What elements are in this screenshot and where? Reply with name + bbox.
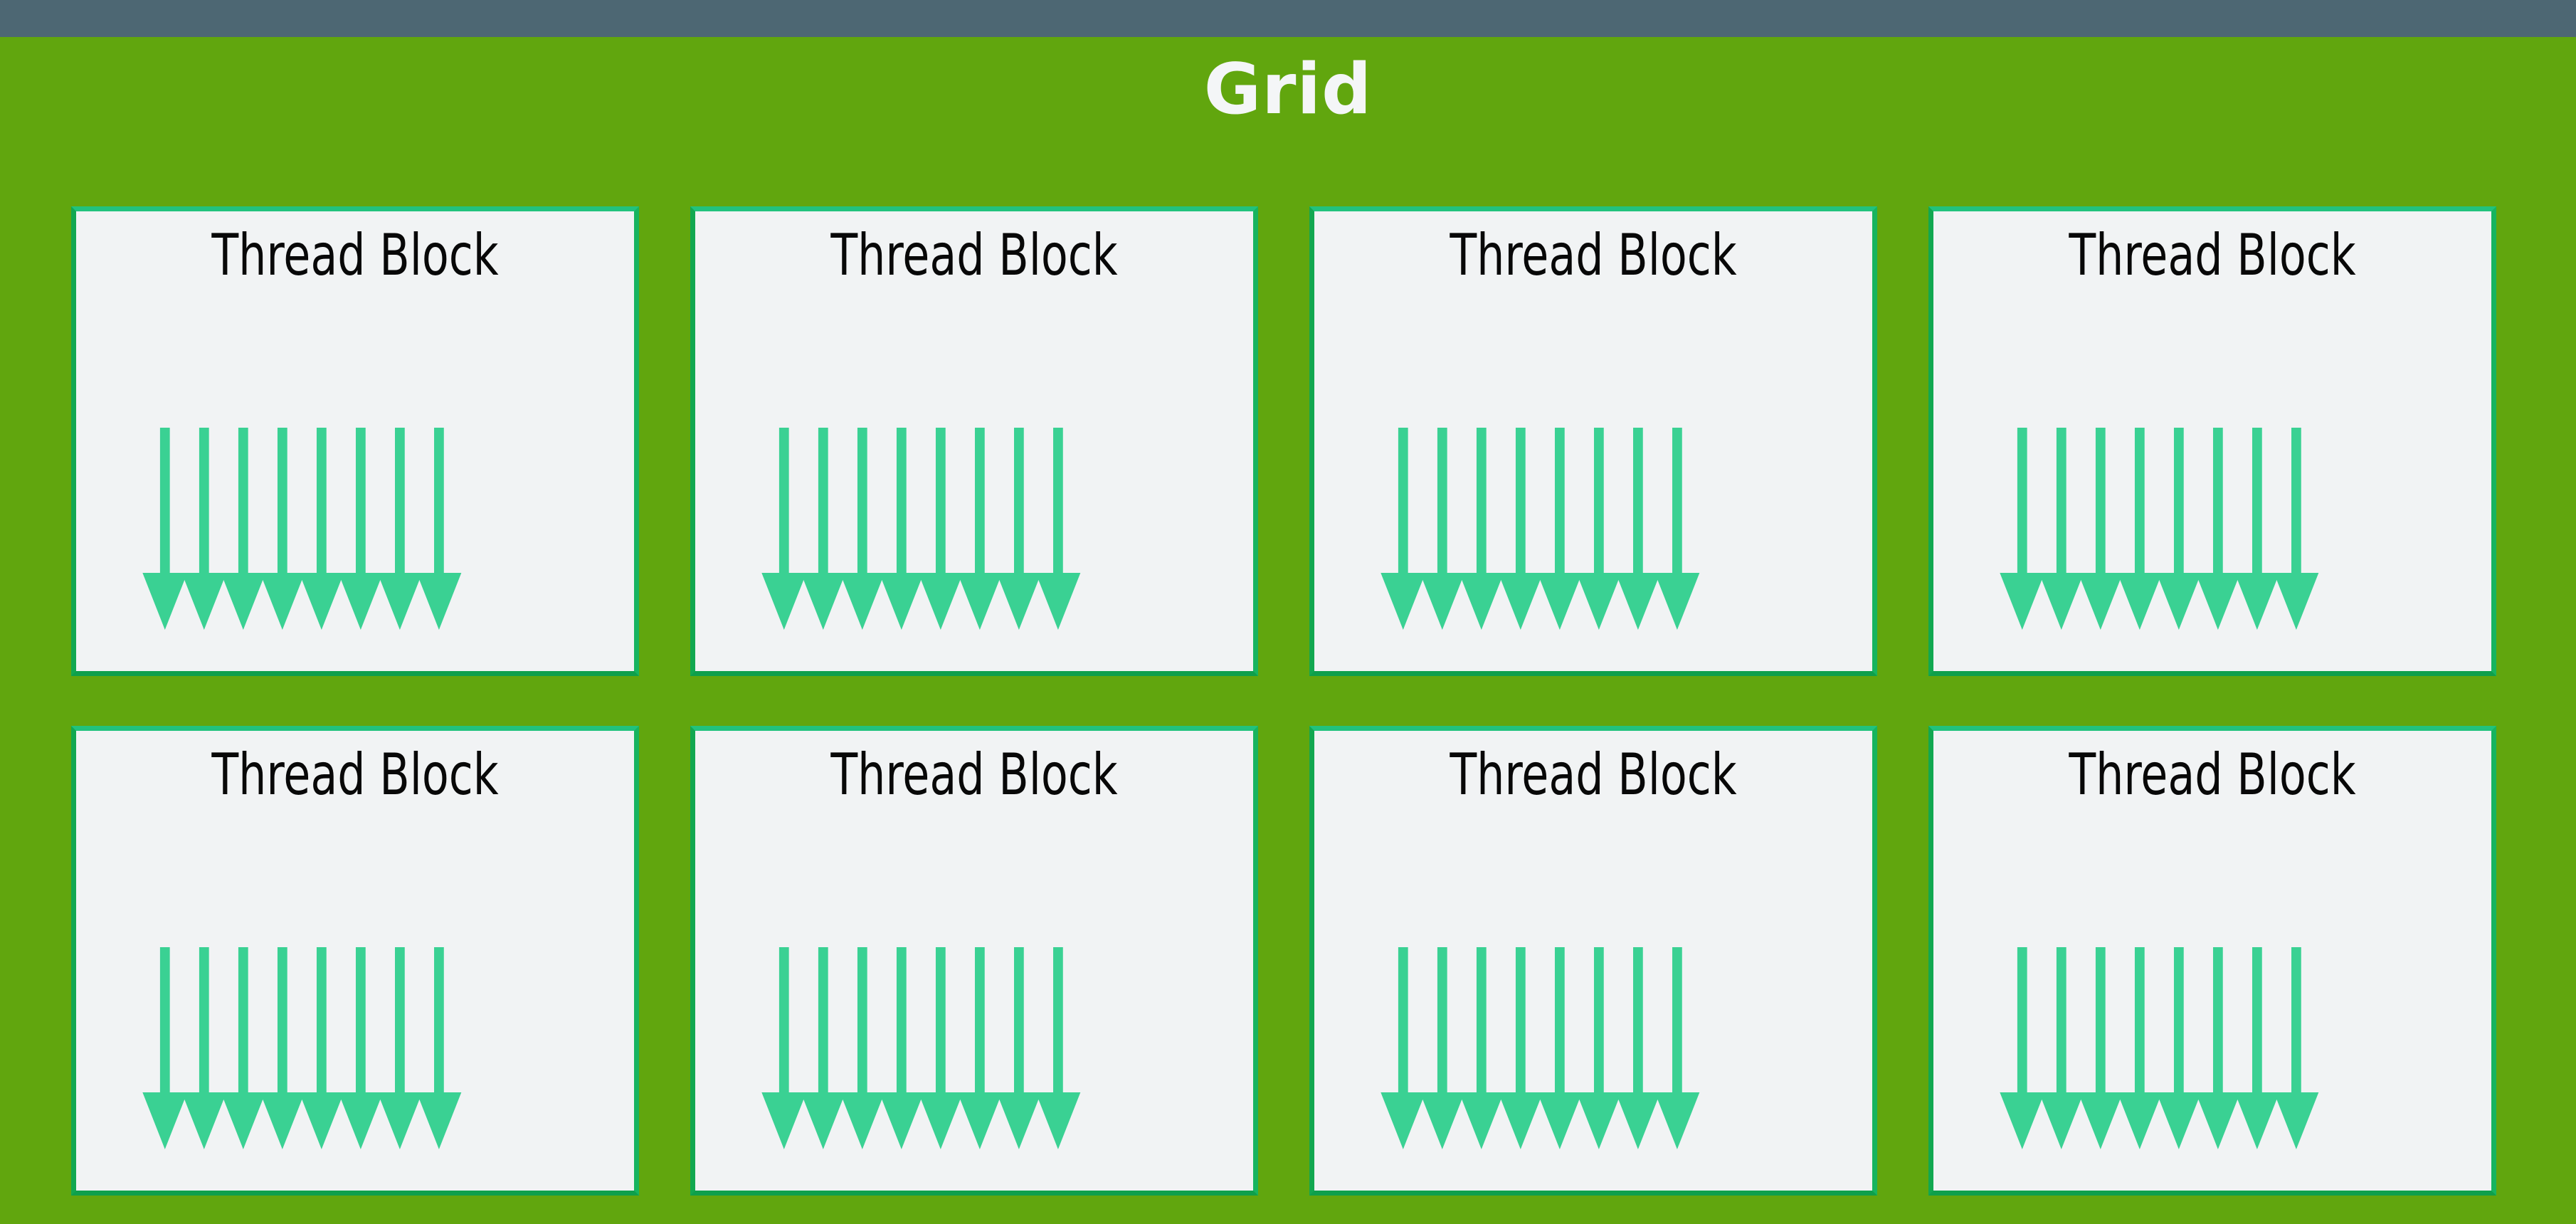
thread-arrow-icon xyxy=(1537,947,1583,1149)
thread-arrow-icon xyxy=(1381,947,1426,1149)
thread-arrow-icon xyxy=(918,947,964,1149)
grid-panel: Grid Thread Block xyxy=(0,37,2576,1224)
thread-arrow-icon xyxy=(142,428,188,630)
thread-arrow-icon xyxy=(2078,947,2123,1149)
thread-arrow-icon xyxy=(2000,947,2045,1149)
thread-arrow-icon xyxy=(377,947,423,1149)
thread-block-card[interactable]: Thread Block xyxy=(690,726,1258,1196)
thread-arrow-icon xyxy=(1498,428,1543,630)
thread-arrows-group xyxy=(76,947,634,1154)
thread-block-label: Thread Block xyxy=(1450,742,1737,808)
thread-block-card[interactable]: Thread Block xyxy=(1928,206,2496,676)
thread-arrow-icon xyxy=(879,947,924,1149)
thread-arrows-group xyxy=(695,947,1253,1154)
thread-arrow-icon xyxy=(416,428,462,630)
thread-arrow-icon xyxy=(338,947,384,1149)
thread-arrow-icon xyxy=(1576,428,1622,630)
thread-arrows-group xyxy=(1314,428,1872,634)
thread-arrow-icon xyxy=(142,947,188,1149)
thread-arrow-icon xyxy=(260,947,305,1149)
thread-block-label: Thread Block xyxy=(2069,222,2356,288)
thread-arrow-icon xyxy=(2234,947,2280,1149)
thread-arrow-icon xyxy=(2078,428,2123,630)
thread-arrow-icon xyxy=(2195,947,2241,1149)
thread-arrow-icon xyxy=(181,947,227,1149)
thread-arrow-icon xyxy=(299,428,344,630)
window-top-bar xyxy=(0,0,2576,37)
thread-block-label: Thread Block xyxy=(2069,742,2356,808)
thread-arrow-icon xyxy=(1498,947,1543,1149)
thread-arrow-icon xyxy=(2000,428,2045,630)
thread-arrow-icon xyxy=(2156,428,2202,630)
thread-block-grid: Thread Block xyxy=(71,206,2499,1196)
thread-arrow-icon xyxy=(996,428,1042,630)
thread-arrow-icon xyxy=(957,428,1003,630)
thread-arrow-icon xyxy=(2039,428,2084,630)
thread-arrow-icon xyxy=(2195,428,2241,630)
page-title: Grid xyxy=(1203,49,1373,130)
thread-arrow-icon xyxy=(377,428,423,630)
thread-arrow-icon xyxy=(918,428,964,630)
thread-arrow-icon xyxy=(2234,428,2280,630)
thread-arrow-icon xyxy=(1381,428,1426,630)
thread-arrow-icon xyxy=(761,428,807,630)
thread-arrow-icon xyxy=(2274,947,2319,1149)
thread-arrow-icon xyxy=(2274,428,2319,630)
thread-arrow-icon xyxy=(1420,947,1465,1149)
thread-arrow-icon xyxy=(996,947,1042,1149)
thread-arrow-icon xyxy=(1654,947,1700,1149)
thread-arrow-icon xyxy=(801,947,846,1149)
thread-arrow-icon xyxy=(2156,947,2202,1149)
thread-arrow-icon xyxy=(1654,428,1700,630)
thread-arrow-icon xyxy=(1035,428,1081,630)
thread-arrow-icon xyxy=(2117,947,2163,1149)
thread-arrow-icon xyxy=(1615,428,1661,630)
thread-arrow-icon xyxy=(260,428,305,630)
thread-block-label: Thread Block xyxy=(211,742,499,808)
thread-arrow-icon xyxy=(2117,428,2163,630)
thread-arrow-icon xyxy=(181,428,227,630)
thread-block-card[interactable]: Thread Block xyxy=(690,206,1258,676)
thread-arrow-icon xyxy=(2039,947,2084,1149)
thread-arrow-icon xyxy=(761,947,807,1149)
thread-arrows-group xyxy=(1314,947,1872,1154)
thread-arrow-icon xyxy=(299,947,344,1149)
thread-arrow-icon xyxy=(416,947,462,1149)
thread-block-label: Thread Block xyxy=(211,222,499,288)
thread-arrow-icon xyxy=(801,428,846,630)
thread-arrow-icon xyxy=(221,428,266,630)
thread-block-card[interactable]: Thread Block xyxy=(71,726,639,1196)
thread-arrow-icon xyxy=(840,947,885,1149)
thread-block-card[interactable]: Thread Block xyxy=(1309,206,1877,676)
thread-arrows-group xyxy=(1933,428,2491,634)
thread-arrow-icon xyxy=(1537,428,1583,630)
thread-block-card[interactable]: Thread Block xyxy=(1928,726,2496,1196)
thread-block-card[interactable]: Thread Block xyxy=(1309,726,1877,1196)
thread-block-label: Thread Block xyxy=(1450,222,1737,288)
thread-arrows-group xyxy=(695,428,1253,634)
thread-arrow-icon xyxy=(1035,947,1081,1149)
thread-arrow-icon xyxy=(221,947,266,1149)
thread-block-label: Thread Block xyxy=(830,742,1118,808)
thread-arrow-icon xyxy=(1459,947,1504,1149)
thread-arrow-icon xyxy=(1459,428,1504,630)
thread-arrow-icon xyxy=(1576,947,1622,1149)
thread-arrows-group xyxy=(1933,947,2491,1154)
thread-block-card[interactable]: Thread Block xyxy=(71,206,639,676)
thread-arrow-icon xyxy=(879,428,924,630)
thread-arrows-group xyxy=(76,428,634,634)
thread-arrow-icon xyxy=(338,428,384,630)
thread-arrow-icon xyxy=(840,428,885,630)
thread-arrow-icon xyxy=(1615,947,1661,1149)
thread-block-label: Thread Block xyxy=(830,222,1118,288)
thread-arrow-icon xyxy=(957,947,1003,1149)
thread-arrow-icon xyxy=(1420,428,1465,630)
